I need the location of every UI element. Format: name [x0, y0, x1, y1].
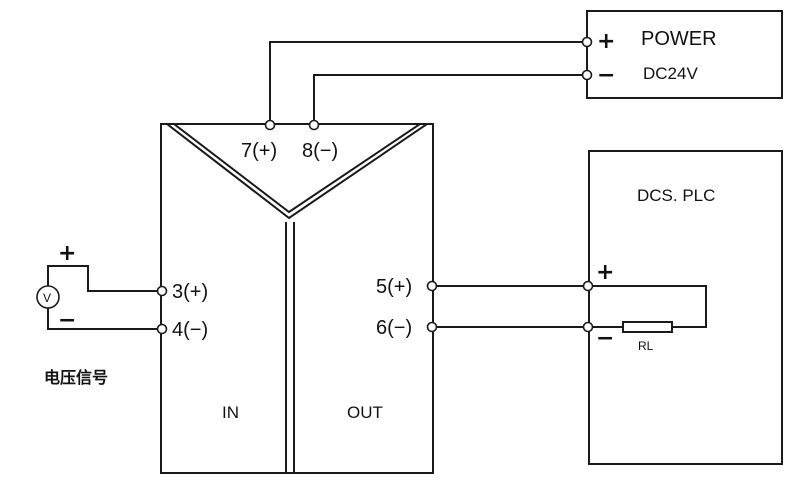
- dcs-minus-sign: −: [596, 326, 614, 351]
- wire-input-plus: [47, 265, 158, 292]
- module-partition-inner: [173, 123, 421, 214]
- wire-power-minus: [313, 74, 583, 124]
- terminal-7-label: 7(+): [241, 140, 277, 162]
- isolator-module: [160, 123, 434, 474]
- input-minus-sign: −: [58, 308, 76, 333]
- voltage-meter-symbol: V: [43, 291, 51, 305]
- in-label: IN: [222, 403, 239, 422]
- dcs-plus-sign: +: [596, 260, 614, 285]
- dcs-plc-box: [588, 150, 783, 465]
- dcs-plc-title: DCS. PLC: [637, 186, 715, 205]
- wire-input-minus: [47, 308, 158, 330]
- terminal-6: [426, 321, 438, 333]
- load-resistor-label: RL: [638, 339, 654, 353]
- wire-power-plus: [269, 41, 583, 124]
- module-partition-upper: [166, 123, 428, 220]
- load-resistor-icon: [622, 321, 673, 333]
- voltage-signal-caption: 电压信号: [44, 368, 108, 387]
- terminal-3-label: 3(+): [172, 281, 208, 303]
- terminal-3: [156, 285, 168, 297]
- power-minus-terminal: [581, 69, 593, 81]
- terminal-8-label: 8(−): [302, 140, 338, 162]
- terminal-7: [264, 119, 276, 131]
- dcs-minus-terminal: [582, 321, 594, 333]
- wire-load-loop: [592, 285, 707, 328]
- terminal-5-label: 5(+): [376, 276, 412, 298]
- power-minus-sign: −: [597, 63, 615, 88]
- input-plus-sign: +: [58, 241, 76, 266]
- terminal-4-label: 4(−): [172, 319, 208, 341]
- dcs-plus-terminal: [582, 280, 594, 292]
- out-label: OUT: [347, 403, 383, 422]
- terminal-5: [426, 280, 438, 292]
- power-plus-terminal: [581, 36, 593, 48]
- terminal-8: [308, 119, 320, 131]
- terminal-4: [156, 323, 168, 335]
- power-voltage: DC24V: [643, 64, 698, 83]
- terminal-6-label: 6(−): [376, 317, 412, 339]
- power-title: POWER: [641, 28, 717, 50]
- power-box: [586, 10, 783, 99]
- power-plus-sign: +: [597, 29, 615, 54]
